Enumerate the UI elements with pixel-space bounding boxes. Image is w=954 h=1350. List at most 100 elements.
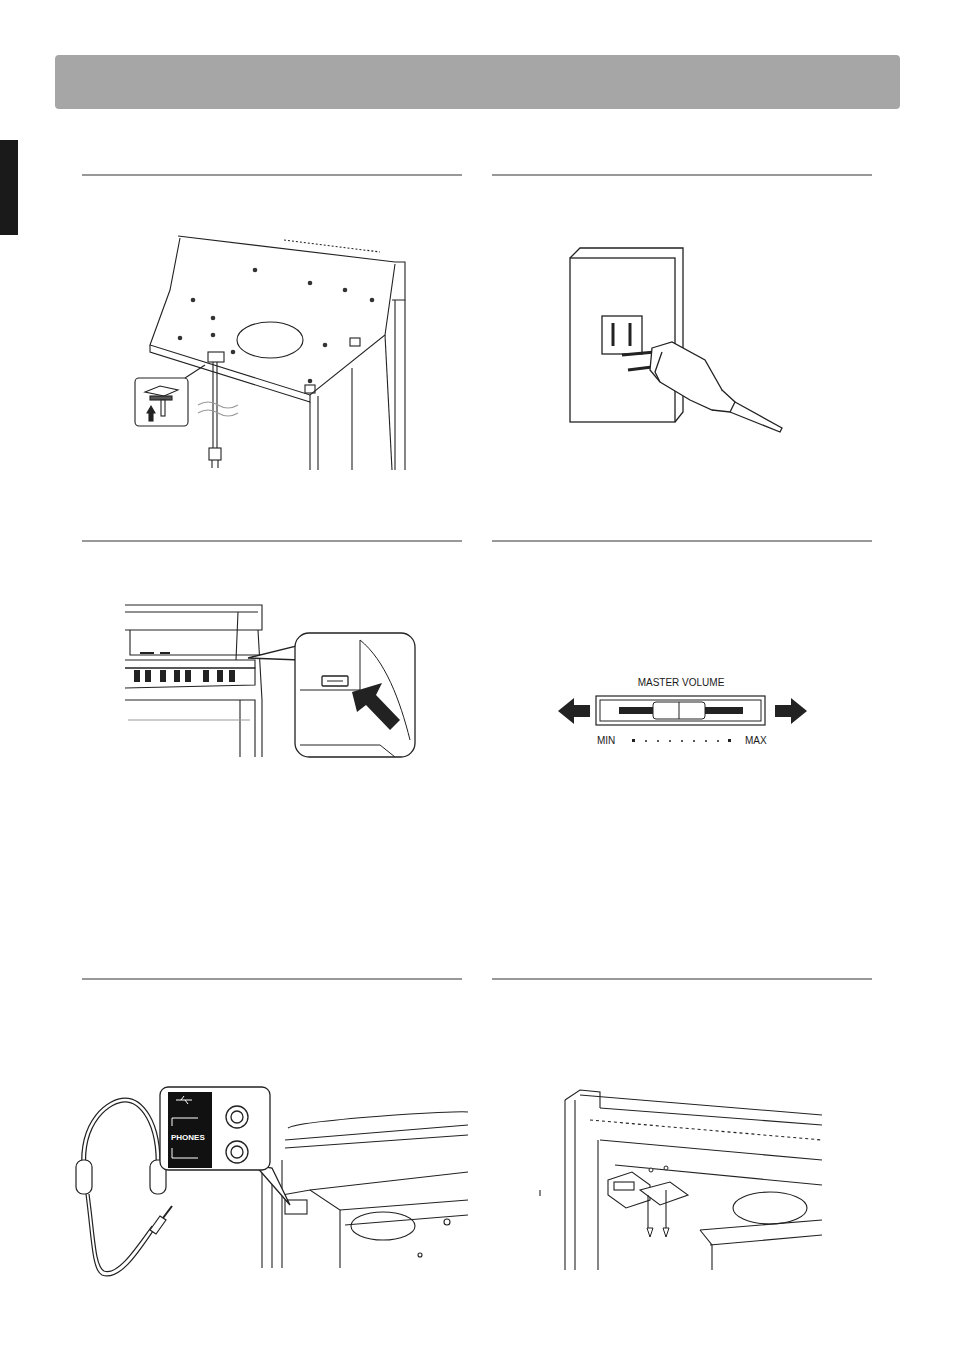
piano-underside	[150, 238, 395, 395]
piano-underside	[288, 1112, 468, 1128]
piano-underside	[351, 1212, 415, 1240]
piano-front	[239, 700, 240, 757]
screw-dot	[191, 298, 196, 303]
piano-underside	[281, 1160, 282, 1268]
screw	[647, 1228, 653, 1237]
power-plug	[712, 390, 735, 412]
mounting-bracket	[614, 1182, 634, 1190]
screw-dot	[370, 298, 375, 303]
piano-underside	[340, 1200, 468, 1210]
black-key	[134, 652, 235, 682]
scale-dot	[681, 740, 683, 742]
piano-front	[125, 668, 255, 688]
usb-symbol	[176, 1100, 192, 1101]
scale-dot	[632, 739, 635, 742]
slider-frame	[596, 696, 765, 725]
piano-front	[125, 605, 262, 630]
piano-front	[236, 612, 238, 660]
button-inset	[327, 681, 343, 682]
button-inset	[248, 645, 300, 660]
section-rule	[492, 979, 872, 980]
power-cord	[211, 460, 212, 468]
black-key	[185, 670, 191, 682]
mounting-bracket	[608, 1172, 688, 1228]
piano-underside	[418, 1253, 422, 1257]
piano-underside	[590, 1120, 822, 1140]
piano-underside	[564, 1100, 565, 1270]
jack-inset	[160, 1087, 270, 1170]
power-plug	[655, 352, 662, 382]
piano-underside	[404, 300, 405, 470]
piano-underside	[262, 1112, 468, 1268]
piano-underside	[309, 402, 310, 470]
power-cord	[198, 410, 238, 416]
piano-underside	[394, 300, 395, 470]
usb-symbol	[181, 1096, 184, 1100]
scale-dot	[669, 740, 671, 742]
jack-label-text: PHONES	[171, 1133, 205, 1143]
section-rule	[82, 979, 462, 980]
jack-inset	[231, 1146, 243, 1158]
piano-front	[125, 605, 262, 757]
screw-dot	[343, 288, 348, 293]
power-cord	[212, 362, 213, 448]
piano-underside	[600, 1140, 822, 1160]
black-key	[160, 652, 170, 654]
usb-symbol	[185, 1100, 188, 1104]
black-key	[134, 670, 140, 682]
jack-inset	[231, 1111, 243, 1123]
black-key	[174, 670, 180, 682]
piano-front	[125, 700, 255, 757]
piano-underside	[284, 240, 380, 252]
piano-underside	[351, 368, 352, 470]
section-rule	[82, 175, 462, 176]
piano-underside	[700, 1230, 712, 1270]
wall-plate	[629, 323, 632, 346]
piano-underside	[733, 1192, 807, 1224]
direction-arrow	[775, 698, 807, 724]
slider-heading: MASTER VOLUME	[596, 676, 766, 690]
wall-plate	[570, 248, 683, 422]
screw-dot	[231, 350, 236, 355]
piano-underside	[178, 236, 405, 300]
piano-underside	[305, 385, 315, 393]
jack-symbols	[168, 1092, 228, 1168]
inset-box	[135, 365, 205, 426]
black-key	[145, 670, 151, 682]
inset-box	[161, 400, 165, 416]
screw-dot	[323, 343, 328, 348]
piano-front	[128, 719, 250, 720]
section-rule	[492, 175, 872, 176]
inset-box	[147, 406, 155, 413]
piano-underside	[597, 1140, 598, 1270]
piano-underside	[310, 1172, 468, 1190]
screw	[663, 1228, 669, 1237]
section-rule	[82, 175, 872, 979]
piano-underside	[271, 1175, 272, 1268]
screw-dot	[308, 379, 313, 384]
piano-underside	[580, 1095, 822, 1115]
power-plug	[730, 402, 782, 432]
power-cord	[217, 460, 218, 468]
header-bar	[55, 55, 900, 109]
slider-knob	[653, 702, 705, 719]
inset-box	[185, 365, 205, 378]
mounting-bracket	[640, 1182, 688, 1205]
press-arrow	[352, 683, 400, 730]
headphones	[84, 1100, 159, 1170]
power-cord	[208, 352, 224, 362]
screw-dot	[178, 336, 183, 341]
button-inset	[322, 676, 348, 686]
mounting-bracket	[665, 1190, 666, 1228]
bracket-line	[172, 1118, 198, 1126]
black-key	[140, 652, 154, 654]
scale-dot	[705, 740, 707, 742]
side-tab	[0, 140, 18, 235]
piano-underside	[385, 335, 392, 470]
piano-underside	[350, 338, 360, 346]
scale-dot	[632, 739, 731, 742]
power-cord	[209, 448, 221, 460]
screw-dot	[253, 268, 258, 273]
